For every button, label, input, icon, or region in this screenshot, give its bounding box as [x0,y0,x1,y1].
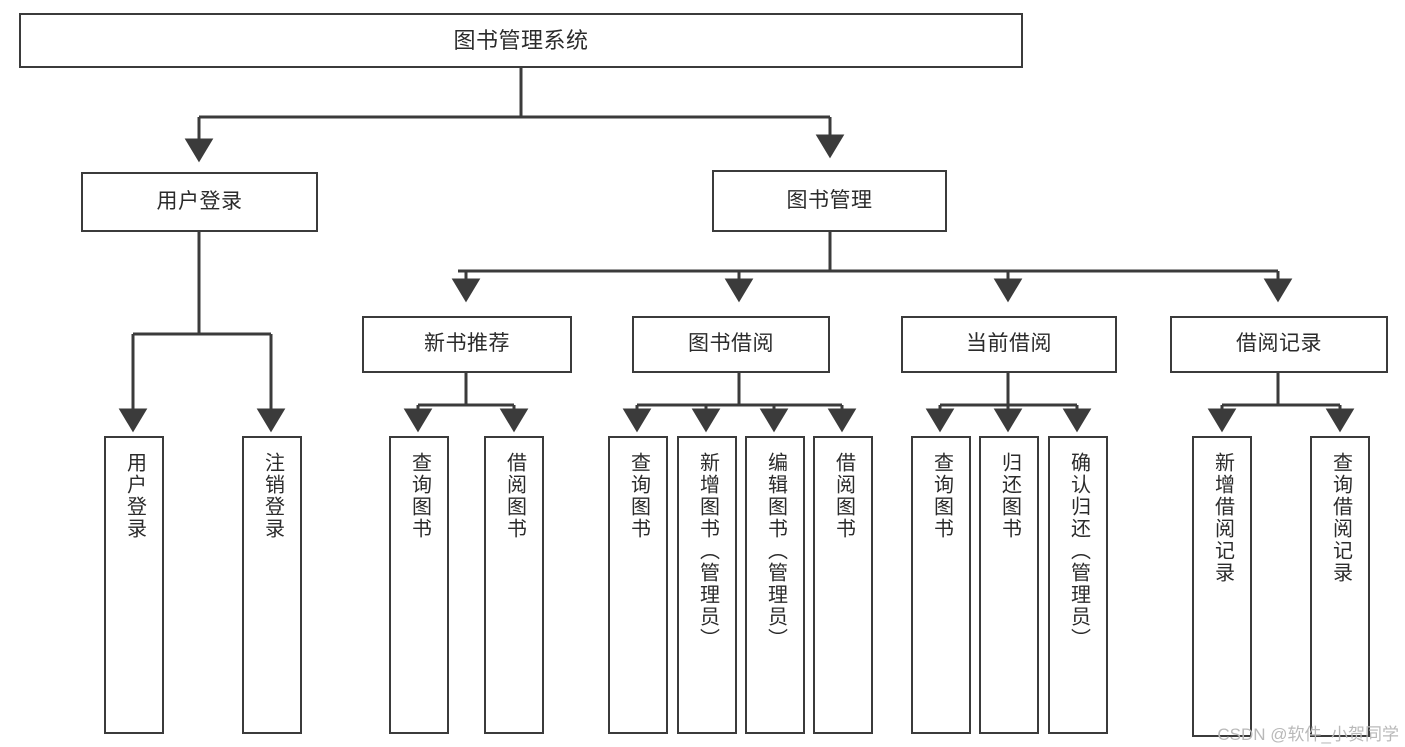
node-leaf-user-login[interactable]: 用户登录 [104,436,164,734]
node-leaf-edit-book-label: 编辑图书（管理员） [764,452,787,650]
node-leaf-query-record[interactable]: 查询借阅记录 [1310,436,1370,737]
node-new-book-recommend[interactable]: 新书推荐 [362,316,572,373]
node-leaf-return-book-label: 归还图书 [998,452,1021,540]
node-root-label: 图书管理系统 [453,27,589,53]
node-leaf-borrow-book-1[interactable]: 借阅图书 [484,436,544,734]
node-leaf-query-book-1-label: 查询图书 [408,452,431,540]
node-leaf-query-book-3-label: 查询图书 [930,452,953,540]
node-new-book-recommend-label: 新书推荐 [424,332,510,356]
node-leaf-user-logout-label: 注销登录 [261,452,284,540]
node-leaf-edit-book[interactable]: 编辑图书（管理员） [745,436,805,734]
node-leaf-query-book-1[interactable]: 查询图书 [389,436,449,734]
node-borrow-record-label: 借阅记录 [1236,332,1322,356]
csdn-watermark: CSDN @软件_小贺同学 [1217,725,1399,744]
node-leaf-add-book-label: 新增图书（管理员） [696,452,719,650]
node-book-borrow-label: 图书借阅 [688,332,774,356]
node-user-login[interactable]: 用户登录 [81,172,318,232]
node-leaf-return-book[interactable]: 归还图书 [979,436,1039,734]
node-root[interactable]: 图书管理系统 [19,13,1023,68]
node-borrow-record[interactable]: 借阅记录 [1170,316,1388,373]
node-leaf-add-book[interactable]: 新增图书（管理员） [677,436,737,734]
node-leaf-add-record-label: 新增借阅记录 [1211,452,1234,584]
node-current-borrow-label: 当前借阅 [966,332,1052,356]
node-leaf-user-login-label: 用户登录 [123,452,146,540]
node-book-management[interactable]: 图书管理 [712,170,947,232]
node-book-borrow[interactable]: 图书借阅 [632,316,830,373]
node-leaf-query-book-2-label: 查询图书 [627,452,650,540]
node-leaf-confirm-return-label: 确认归还（管理员） [1067,452,1090,650]
node-leaf-borrow-book-1-label: 借阅图书 [503,452,526,540]
node-leaf-query-book-3[interactable]: 查询图书 [911,436,971,734]
node-leaf-confirm-return[interactable]: 确认归还（管理员） [1048,436,1108,734]
node-leaf-borrow-book-2[interactable]: 借阅图书 [813,436,873,734]
node-book-management-label: 图书管理 [786,188,873,212]
node-leaf-query-book-2[interactable]: 查询图书 [608,436,668,734]
node-leaf-borrow-book-2-label: 借阅图书 [832,452,855,540]
node-leaf-query-record-label: 查询借阅记录 [1329,452,1352,584]
node-user-login-label: 用户登录 [156,189,243,213]
node-leaf-user-logout[interactable]: 注销登录 [242,436,302,734]
node-current-borrow[interactable]: 当前借阅 [901,316,1117,373]
node-leaf-add-record[interactable]: 新增借阅记录 [1192,436,1252,737]
